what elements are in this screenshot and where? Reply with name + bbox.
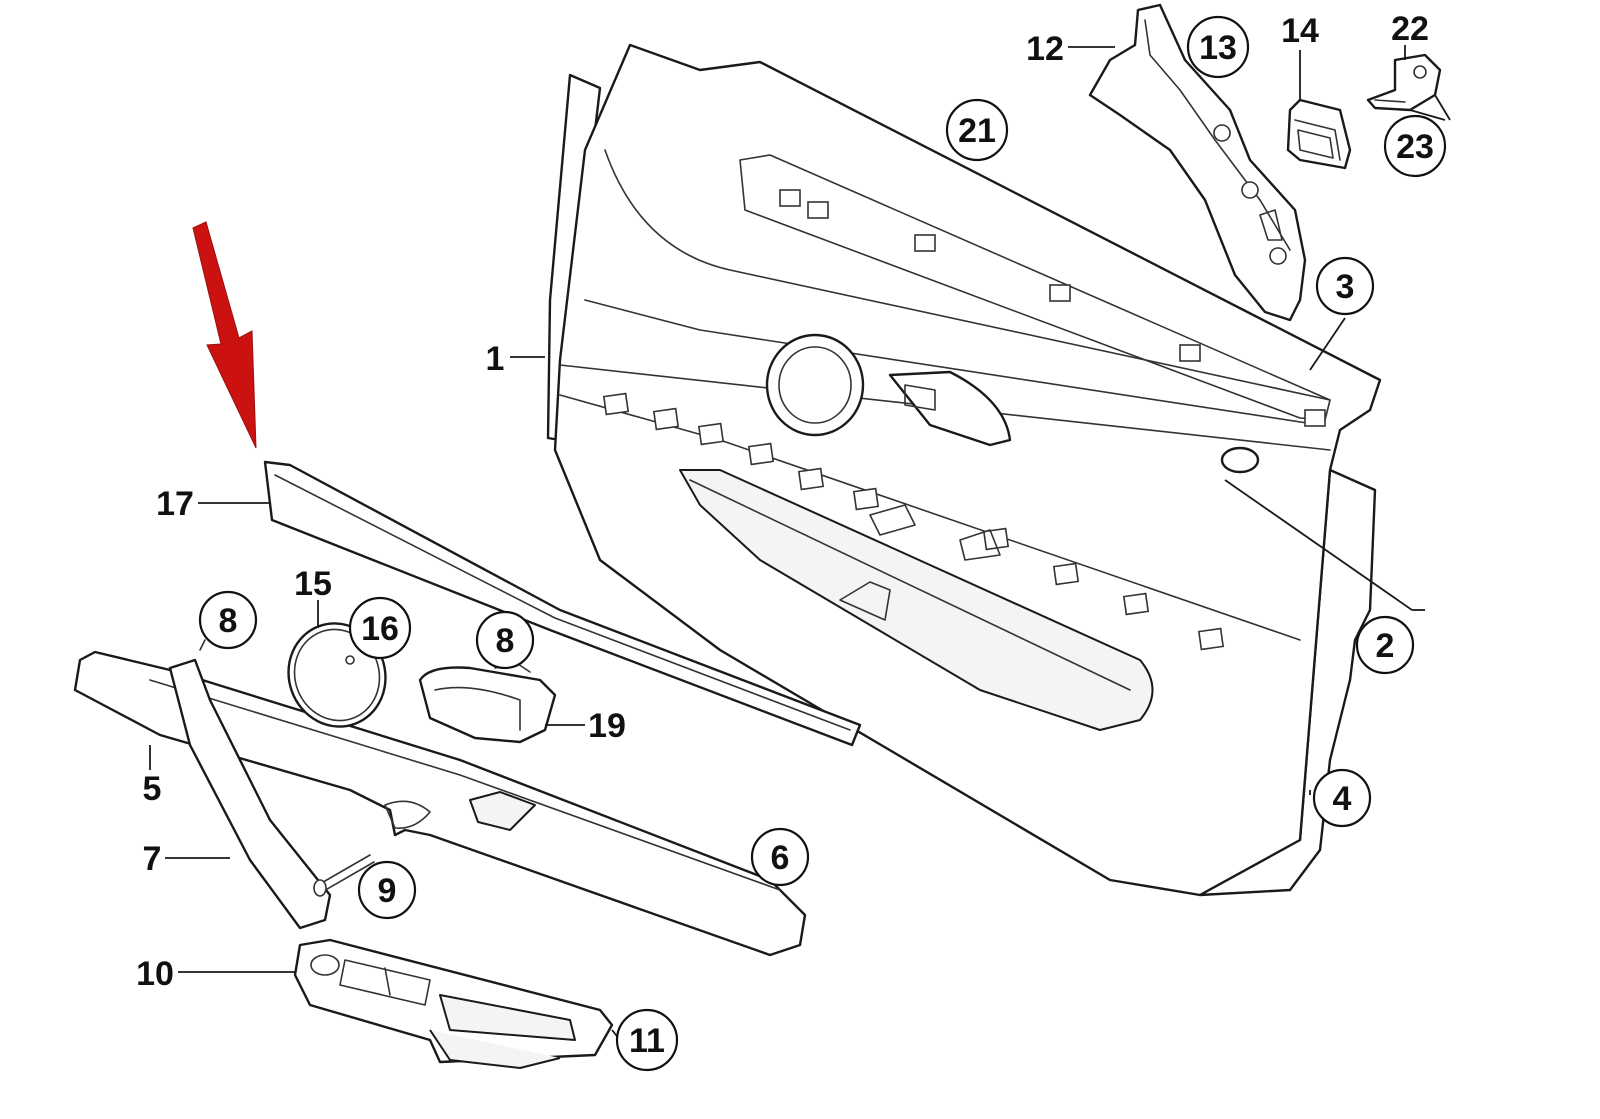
callout-6: 6 [750, 827, 810, 887]
callout-label: 8 [219, 602, 238, 640]
callout-label: 8 [496, 622, 515, 660]
label-22: 22 [1391, 10, 1429, 48]
callout-4: 4 [1312, 768, 1372, 828]
trim-strip-17 [263, 460, 862, 747]
screw-9 [313, 854, 375, 897]
red-arrow-icon [192, 221, 257, 449]
label-12: 12 [1026, 30, 1064, 68]
label-10: 10 [136, 955, 174, 993]
callout-2: 2 [1355, 615, 1415, 675]
label-1: 1 [486, 340, 505, 378]
label-15: 15 [294, 565, 332, 603]
leader-lines [149, 45, 1451, 1041]
callout-label: 11 [629, 1022, 665, 1060]
door-panel-main [546, 43, 1382, 897]
label-7: 7 [143, 840, 162, 878]
callout-label: 9 [378, 872, 397, 910]
callout-13: 13 [1186, 15, 1250, 79]
callout-9: 9 [357, 860, 417, 920]
pull-handle-7 [168, 639, 332, 930]
callout-label: 2 [1376, 627, 1395, 665]
callout-11: 11 [615, 1008, 679, 1072]
callout-16: 16 [348, 596, 412, 660]
callout-label: 4 [1333, 780, 1352, 818]
label-19: 19 [588, 707, 626, 745]
callout-label: 3 [1336, 268, 1355, 306]
callout-23: 23 [1383, 114, 1447, 178]
callout-8-left: 8 [198, 590, 258, 650]
callout-label: 13 [1199, 29, 1237, 67]
clip-22 [1366, 53, 1442, 112]
bracket-12 [1088, 3, 1307, 322]
label-17: 17 [156, 485, 194, 523]
callout-3: 3 [1315, 256, 1375, 316]
callout-label: 21 [958, 112, 996, 150]
callout-label: 6 [771, 839, 790, 877]
callout-8-right: 8 [475, 610, 535, 670]
label-5: 5 [143, 770, 162, 808]
callout-21: 21 [945, 98, 1009, 162]
label-14: 14 [1281, 12, 1319, 50]
switch-block-14 [1286, 98, 1352, 170]
callout-label: 23 [1396, 128, 1434, 166]
callout-label: 16 [361, 610, 399, 648]
switch-console-10-11 [293, 938, 614, 1069]
inner-handle-19 [418, 661, 557, 744]
